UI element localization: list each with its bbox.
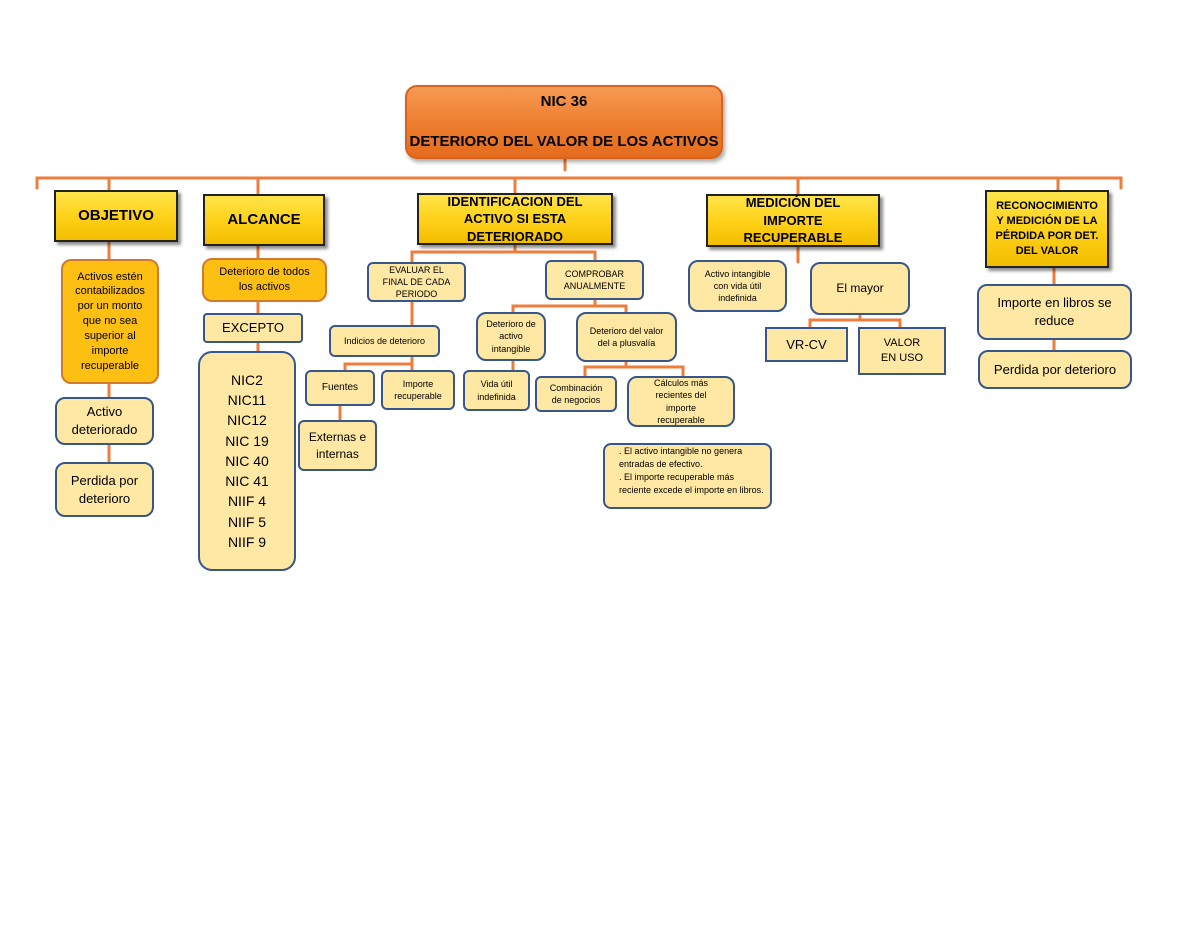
valor-en-uso: VALOR EN USO	[858, 327, 946, 375]
norma-item: NIC2	[231, 371, 263, 388]
norma-item: NIC 19	[225, 432, 269, 449]
norma-item: NIC12	[227, 412, 267, 429]
norma-item: NIC11	[227, 391, 267, 408]
vida-util-indefinida: Vida útil indefinida	[463, 370, 530, 411]
deterioro-activo-intangible: Deterioro de activo intangible	[476, 312, 546, 361]
header-alcance: ALCANCE	[203, 194, 325, 246]
nota-linea: . El activo intangible no genera	[619, 446, 743, 456]
norma-item: NIIF 5	[227, 513, 267, 530]
title-nic36: NIC 36	[540, 92, 588, 110]
externas-internas: Externas e internas	[298, 420, 377, 471]
activo-intangible-vida-util: Activo intangible con vida útil indefini…	[688, 260, 787, 312]
nota-linea: reciente excede el importe en libros.	[619, 485, 764, 496]
perdida-deterioro-reconocimiento: Perdida por deterioro	[978, 350, 1132, 389]
activo-deteriorado: Activo deteriorado	[55, 397, 154, 445]
nota-linea: . El importe recuperable más	[619, 472, 735, 483]
title-deterioro: DETERIORO DEL VALOR DE LOS ACTIVOS	[409, 133, 719, 150]
vr-cv: VR-CV	[765, 327, 848, 362]
norma-item: NIIF 4	[227, 493, 267, 510]
perdida-deterioro-objetivo: Perdida por deterioro	[55, 462, 154, 517]
header-reconocimiento: RECONOCIMIENTO Y MEDICIÓN DE LA PÉRDIDA …	[985, 190, 1109, 268]
header-medicion: MEDICIÓN DEL IMPORTE RECUPERABLE	[706, 194, 880, 247]
importe-libros-reduce: Importe en libros se reduce	[977, 284, 1132, 340]
importe-recuperable-id: Importe recuperable	[381, 370, 455, 410]
norma-item: NIIF 9	[227, 534, 267, 551]
calculos-recientes: Cálculos más recientes del importe recup…	[627, 376, 735, 427]
normas-list: NIC2 NIC11 NIC12 NIC 19 NIC 40 NIC 41 NI…	[198, 351, 296, 571]
comprobar-anualmente: COMPROBAR ANUALMENTE	[545, 260, 644, 300]
excepto-label: EXCEPTO	[203, 313, 303, 343]
header-identificacion: IDENTIFICACION DEL ACTIVO SI ESTA DETERI…	[417, 193, 613, 245]
header-objetivo: OBJETIVO	[54, 190, 178, 242]
norma-item: NIC 41	[225, 473, 269, 490]
notas-intangible: . El activo intangible no genera entrada…	[603, 443, 772, 509]
fuentes: Fuentes	[305, 370, 375, 406]
indicios-deterioro: Indicios de deterioro	[329, 325, 440, 357]
norma-item: NIC 40	[225, 452, 269, 469]
deterioro-todos-activos: Deterioro de todos los activos	[202, 258, 327, 302]
evaluar-final-periodo: EVALUAR EL FINAL DE CADA PERIODO	[367, 262, 466, 302]
nota-linea: entradas de efectivo.	[619, 459, 703, 470]
combinacion-negocios: Combinación de negocios	[535, 376, 617, 412]
deterioro-plusvalia: Deterioro del valor del a plusvalía	[576, 312, 677, 362]
main-title: NIC 36 DETERIORO DEL VALOR DE LOS ACTIVO…	[405, 85, 723, 159]
objetivo-description: Activos estén contabilizados por un mont…	[61, 259, 159, 384]
el-mayor: El mayor	[810, 262, 910, 315]
